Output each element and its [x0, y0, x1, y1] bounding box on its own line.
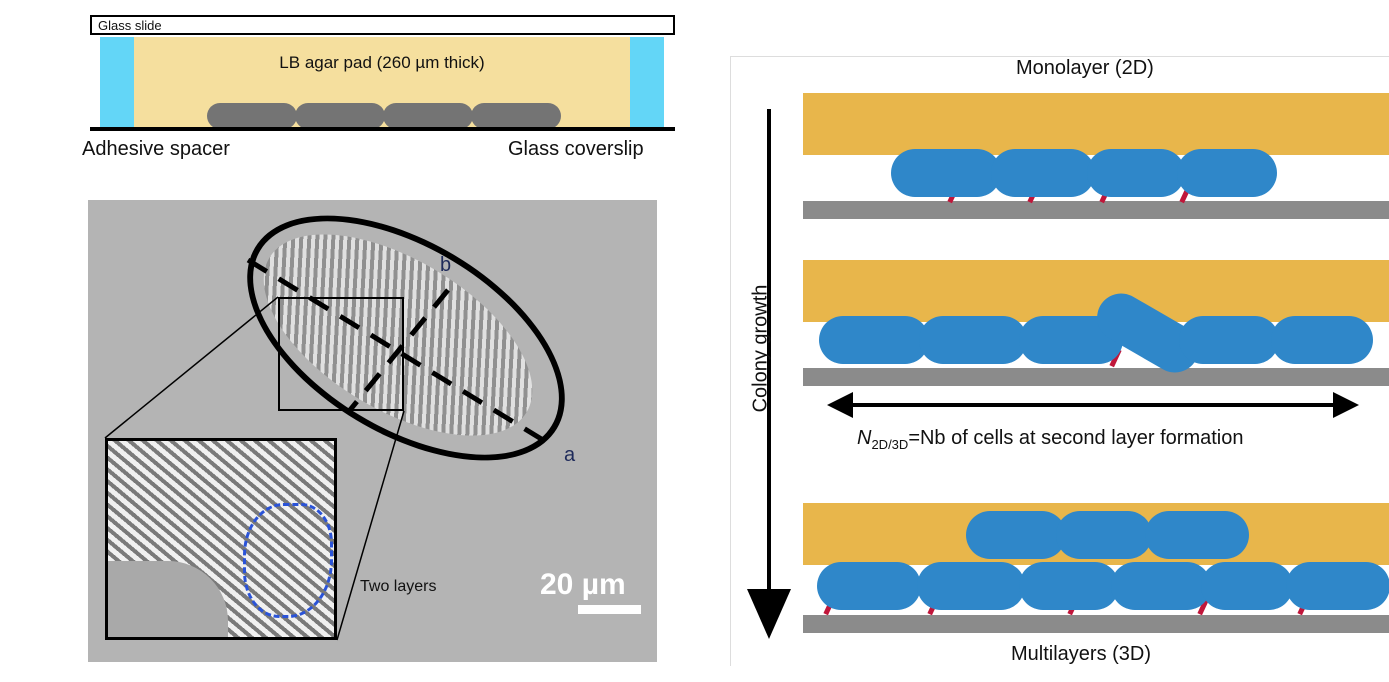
glass-layer-stage-3 [803, 615, 1389, 633]
scale-bar-label: 20 µm [540, 568, 626, 601]
glass-slide: Glass slide [90, 15, 675, 35]
major-axis-a [246, 257, 545, 443]
cell [991, 149, 1095, 197]
upper-layer-cell [966, 511, 1066, 559]
cell [1271, 316, 1373, 364]
cell [1087, 149, 1185, 197]
glass-coverslip [90, 127, 675, 131]
transition-arrow-shaft [849, 403, 1343, 407]
right-panel: Monolayer (2D) Colony growth N2D/3D=Nb o… [730, 56, 1389, 666]
zoom-line-top [104, 296, 279, 439]
colony-micrograph: a b Two layers 20 µm [88, 200, 657, 662]
n-subscript: 2D/3D [871, 437, 909, 452]
transition-description: =Nb of cells at second layer formation [908, 427, 1244, 449]
cell [919, 316, 1027, 364]
minor-axis-b [348, 288, 450, 412]
cell [817, 562, 921, 610]
glass-coverslip-label: Glass coverslip [508, 138, 644, 160]
cell [1111, 562, 1211, 610]
colony-growth-label: Colony growth [749, 284, 772, 413]
cell [383, 103, 473, 129]
growth-arrow-head [747, 589, 791, 639]
cell [1201, 562, 1293, 610]
n-symbol: N [857, 427, 872, 449]
cell [819, 316, 929, 364]
upper-layer-cell [1056, 511, 1152, 559]
agar-pad-label: LB agar pad (260 µm thick) [279, 53, 485, 72]
cell [295, 103, 385, 129]
glass-layer-stage-2 [803, 368, 1389, 386]
glass-slide-label: Glass slide [98, 18, 162, 33]
growth-arrow-shaft [767, 109, 771, 595]
cell [207, 103, 297, 129]
adhesive-spacer-label: Adhesive spacer [82, 138, 230, 160]
transition-arrow-right-head [1333, 392, 1359, 418]
transition-arrow-left-head [827, 392, 853, 418]
axis-b-label: b [440, 254, 452, 276]
multilayer-label: Multilayers (3D) [1011, 643, 1152, 665]
cell [1019, 562, 1119, 610]
cell [1286, 562, 1389, 610]
zoom-inset [105, 438, 337, 640]
two-layers-outline [243, 503, 333, 618]
transition-number-label: N2D/3D=Nb of cells at second layer forma… [857, 427, 1243, 452]
cell [917, 562, 1025, 610]
cell [1179, 316, 1279, 364]
colony-axes [104, 257, 545, 641]
glass-layer-stage-1 [803, 201, 1389, 219]
left-panel: LB agar pad (260 µm thick) Glass slide A… [80, 0, 702, 666]
two-layers-label: Two layers [360, 578, 437, 595]
upper-layer-cell [1145, 511, 1249, 559]
zoom-line-bottom [336, 410, 405, 641]
zoom-region [278, 297, 404, 411]
agar-pad-schematic: LB agar pad (260 µm thick) Glass slide A… [80, 0, 680, 175]
agar-layer-stage-1 [803, 93, 1389, 155]
adhesive-spacer-left [100, 37, 134, 127]
adhesive-spacer-right [630, 37, 664, 127]
agar-layer-stage-2 [803, 260, 1389, 322]
axis-a-label: a [564, 444, 576, 466]
cell [891, 149, 1001, 197]
monolayer-label: Monolayer (2D) [1016, 57, 1154, 79]
scale-bar [578, 605, 641, 614]
inset-background [108, 561, 228, 637]
cell [1177, 149, 1277, 197]
cell [471, 103, 561, 129]
